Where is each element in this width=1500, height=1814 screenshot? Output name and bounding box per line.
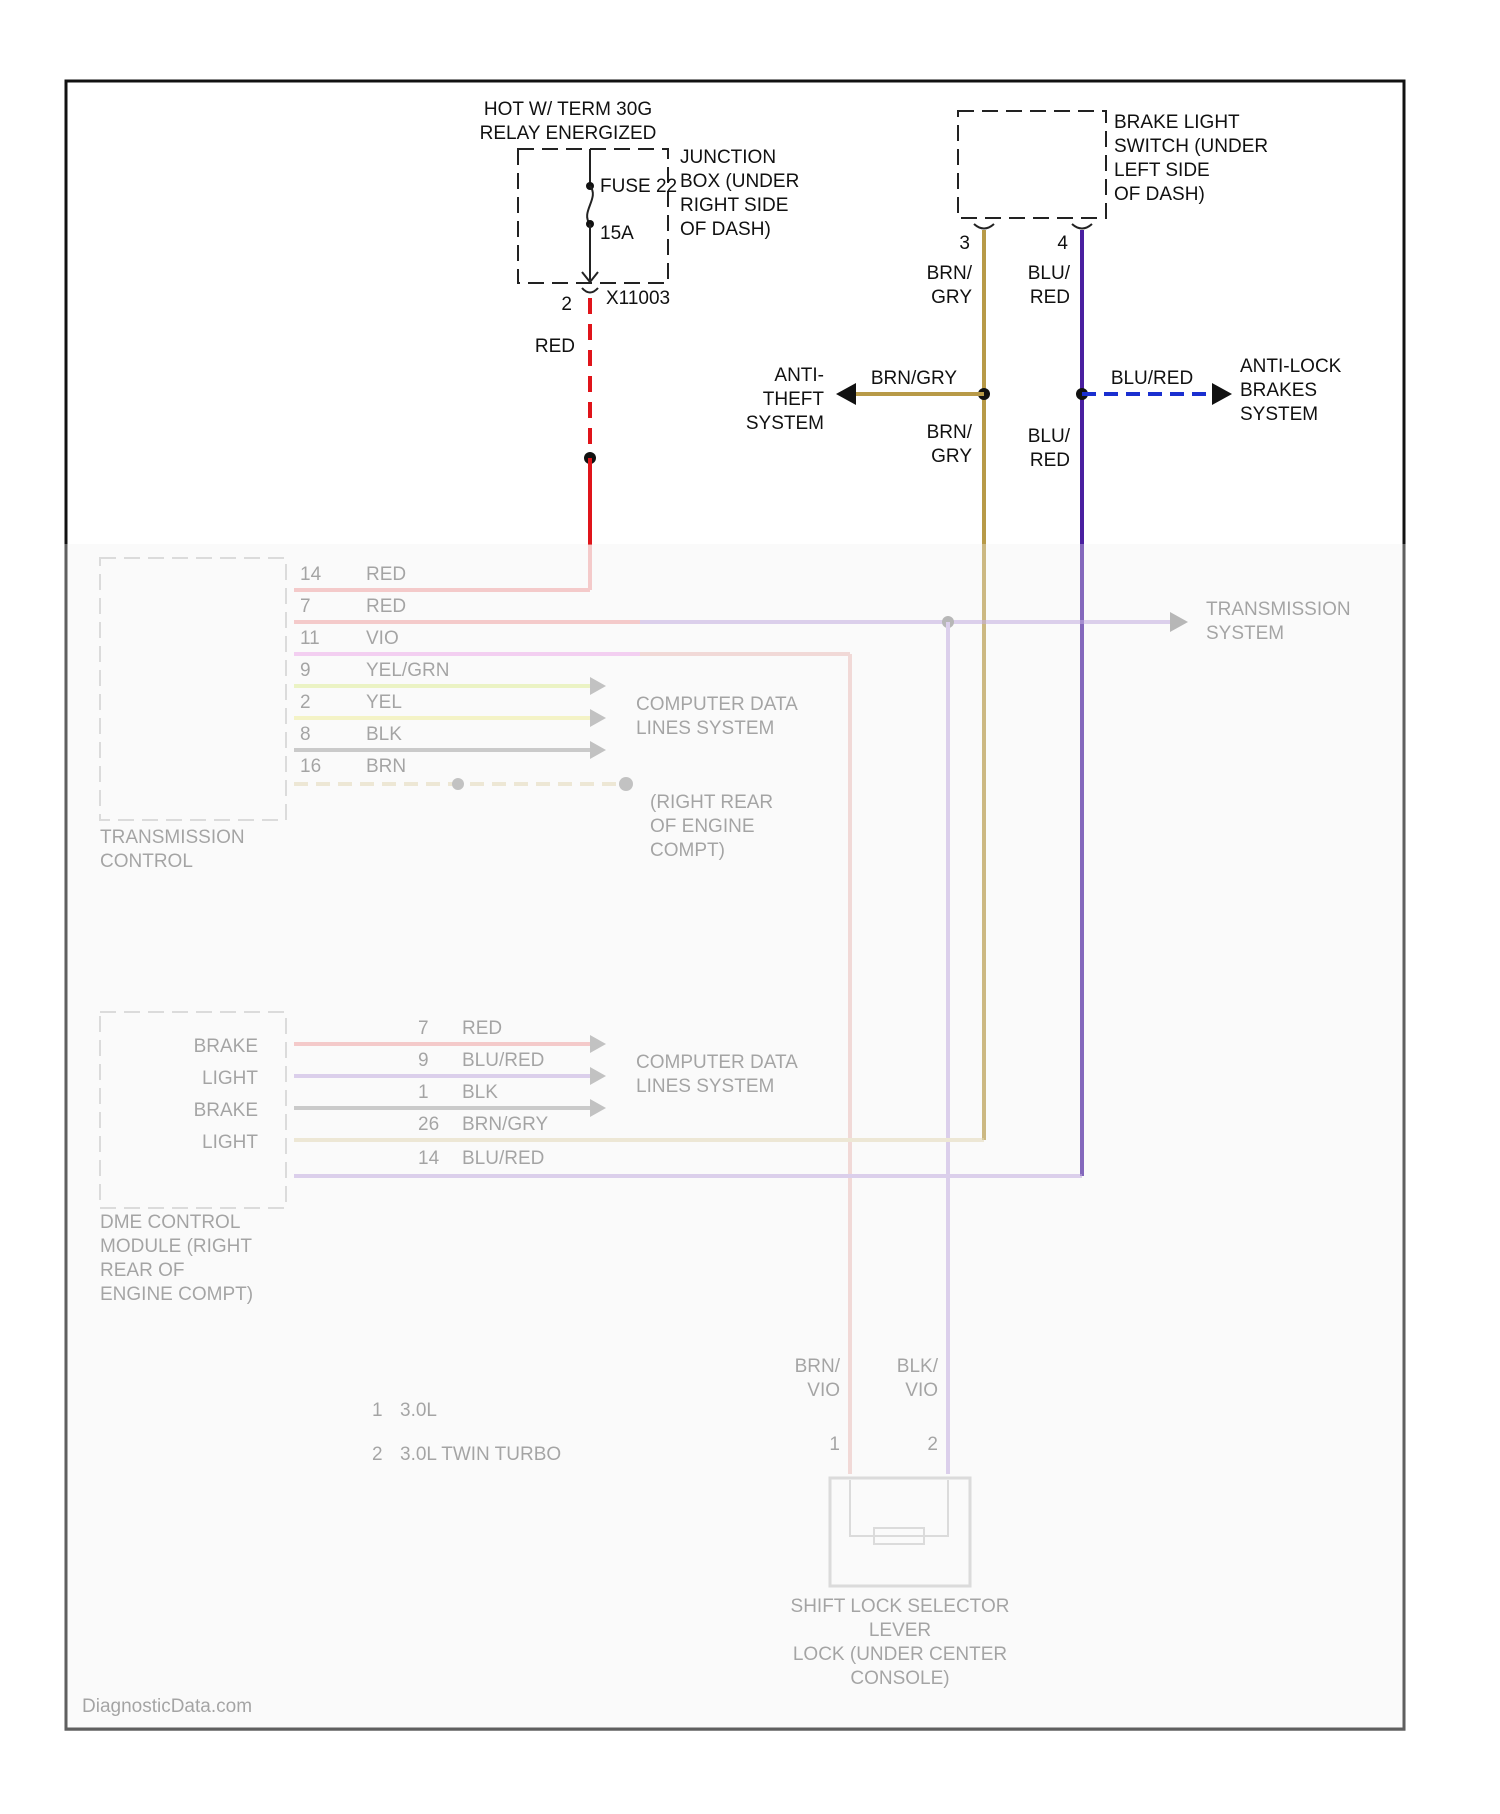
red-wire-label: RED — [535, 336, 575, 357]
blu-red-label-4: RED — [1030, 450, 1070, 471]
brn-gry-label-1: BRN/ — [927, 263, 973, 284]
anti-theft-label-2: THEFT — [763, 389, 825, 410]
anti-lock-label-1: ANTI-LOCK — [1240, 356, 1342, 377]
brake-switch-outline — [958, 111, 1106, 218]
anti-lock-label-2: BRAKES — [1240, 380, 1317, 401]
switch-pin4-icon — [1072, 224, 1092, 229]
switch-pin4-label: 4 — [1057, 233, 1068, 254]
fuse-amp-label: 15A — [600, 223, 634, 244]
anti-theft-label-1: ANTI- — [774, 365, 824, 386]
anti-lock-label-3: SYSTEM — [1240, 404, 1318, 425]
switch-pin3-label: 3 — [959, 233, 970, 254]
anti-lock-wire-label: BLU/RED — [1111, 368, 1193, 389]
anti-theft-arrow-icon — [836, 383, 856, 405]
junction-label-1: JUNCTION — [680, 147, 776, 168]
anti-theft-wire-label: BRN/GRY — [871, 368, 958, 389]
fuse-label: FUSE 22 — [600, 176, 677, 197]
relay-label: RELAY ENERGIZED — [480, 123, 657, 144]
hot-label: HOT W/ TERM 30G — [484, 99, 652, 120]
fuse-junction-box: HOT W/ TERM 30G RELAY ENERGIZED FUSE 22 … — [480, 99, 800, 357]
brake-light-switch: BRAKE LIGHT SWITCH (UNDER LEFT SIDE OF D… — [927, 111, 1269, 471]
brn-gry-label-4: GRY — [931, 446, 972, 467]
brake-switch-label-3: LEFT SIDE — [1114, 160, 1210, 181]
blu-red-label-1: BLU/ — [1028, 263, 1071, 284]
anti-theft-label-3: SYSTEM — [746, 413, 824, 434]
connector-icon — [582, 288, 598, 293]
junction-box-outline — [518, 149, 668, 283]
brake-switch-label-1: BRAKE LIGHT — [1114, 112, 1240, 133]
fuse-icon — [587, 186, 593, 224]
junction-label-3: RIGHT SIDE — [680, 195, 788, 216]
blu-red-label-2: RED — [1030, 287, 1070, 308]
brake-switch-label-4: OF DASH) — [1114, 184, 1205, 205]
blu-red-label-3: BLU/ — [1028, 426, 1071, 447]
anti-lock-arrow-icon — [1212, 383, 1232, 405]
brake-switch-label-2: SWITCH (UNDER — [1114, 136, 1268, 157]
brn-gry-label-2: GRY — [931, 287, 972, 308]
blurred-region-wash — [64, 544, 1406, 1730]
switch-pin3-icon — [974, 224, 994, 229]
junction-label-2: BOX (UNDER — [680, 171, 799, 192]
brn-gry-label-3: BRN/ — [927, 422, 973, 443]
junction-label-4: OF DASH) — [680, 219, 771, 240]
fuse-pin-label: 2 — [561, 294, 572, 315]
fuse-connector-label: X11003 — [606, 288, 670, 309]
